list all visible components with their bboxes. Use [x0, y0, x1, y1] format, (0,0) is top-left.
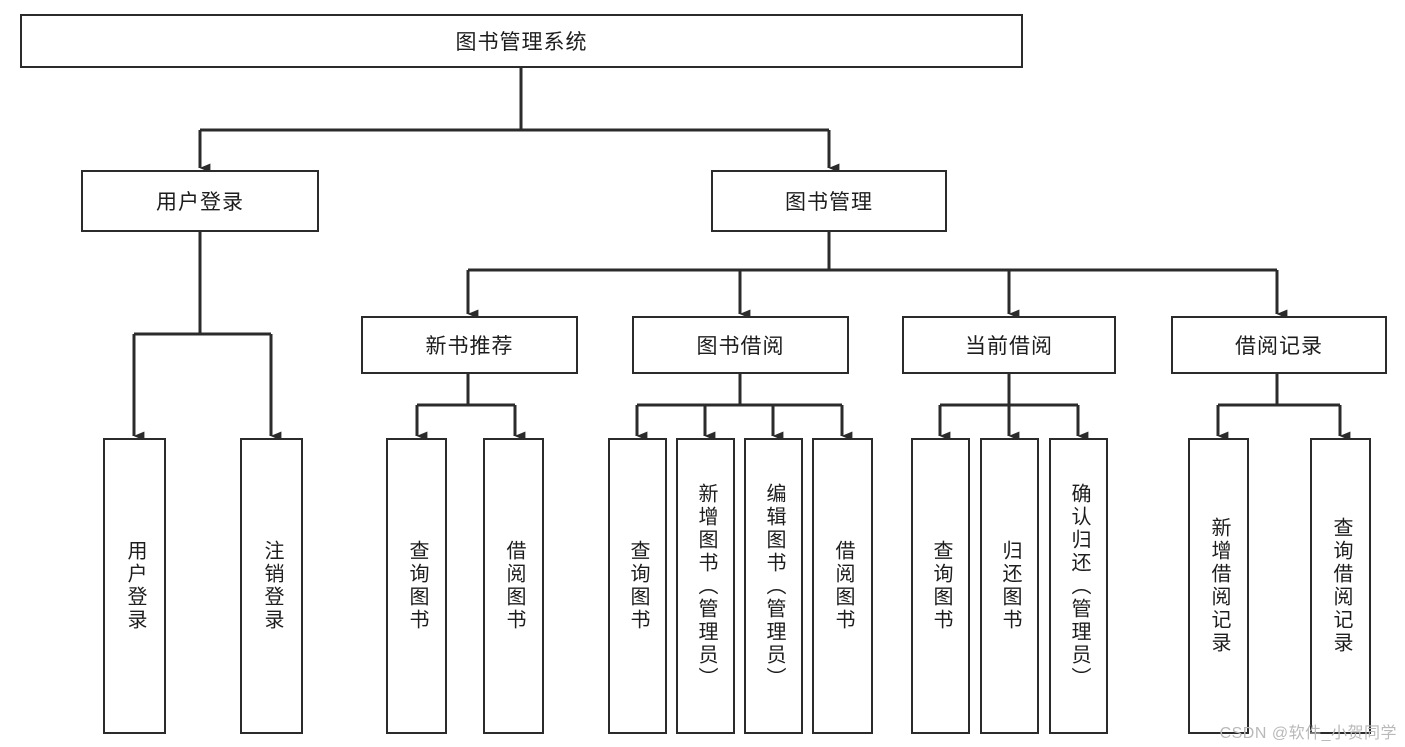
leaf-node-9[interactable]: 归还图书 [980, 438, 1039, 734]
root-node-0-label: 图书管理系统 [455, 31, 588, 54]
leaf-node-5-label: 新增图书（管理员） [695, 482, 717, 690]
leaf-node-1-label: 注销登录 [261, 540, 283, 632]
connector-lines [132, 68, 1351, 441]
root-node-0[interactable]: 图书管理系统 [20, 14, 1023, 68]
leaf-node-10-label: 确认归还（管理员） [1068, 482, 1090, 690]
level3-node-3[interactable]: 借阅记录 [1171, 316, 1387, 374]
leaf-node-5[interactable]: 新增图书（管理员） [676, 438, 735, 734]
leaf-node-6[interactable]: 编辑图书（管理员） [744, 438, 803, 734]
level2-node-0-label: 用户登录 [156, 191, 244, 214]
leaf-node-2[interactable]: 查询图书 [386, 438, 447, 734]
level3-node-0[interactable]: 新书推荐 [361, 316, 578, 374]
level2-node-0[interactable]: 用户登录 [81, 170, 319, 232]
leaf-node-3[interactable]: 借阅图书 [483, 438, 544, 734]
leaf-node-11-label: 新增借阅记录 [1208, 517, 1230, 655]
leaf-node-12-label: 查询借阅记录 [1330, 517, 1352, 655]
leaf-node-10[interactable]: 确认归还（管理员） [1049, 438, 1108, 734]
leaf-node-8[interactable]: 查询图书 [911, 438, 970, 734]
leaf-node-11[interactable]: 新增借阅记录 [1188, 438, 1249, 734]
leaf-node-2-label: 查询图书 [406, 540, 428, 632]
leaf-node-4[interactable]: 查询图书 [608, 438, 667, 734]
leaf-node-7-label: 借阅图书 [832, 540, 854, 632]
leaf-node-9-label: 归还图书 [999, 540, 1021, 632]
level2-node-1-label: 图书管理 [785, 191, 873, 214]
leaf-node-6-label: 编辑图书（管理员） [763, 482, 785, 690]
leaf-node-7[interactable]: 借阅图书 [812, 438, 873, 734]
level3-node-3-label: 借阅记录 [1235, 335, 1323, 358]
level2-node-1[interactable]: 图书管理 [711, 170, 947, 232]
level3-node-1[interactable]: 图书借阅 [632, 316, 849, 374]
leaf-node-4-label: 查询图书 [627, 540, 649, 632]
leaf-node-1[interactable]: 注销登录 [240, 438, 303, 734]
level3-node-2[interactable]: 当前借阅 [902, 316, 1116, 374]
leaf-node-0[interactable]: 用户登录 [103, 438, 166, 734]
leaf-node-0-label: 用户登录 [124, 540, 146, 632]
level3-node-1-label: 图书借阅 [696, 335, 785, 358]
leaf-node-8-label: 查询图书 [930, 540, 952, 632]
level3-node-2-label: 当前借阅 [965, 335, 1053, 358]
leaf-node-3-label: 借阅图书 [503, 540, 525, 632]
leaf-node-12[interactable]: 查询借阅记录 [1310, 438, 1371, 734]
level3-node-0-label: 新书推荐 [425, 335, 514, 358]
